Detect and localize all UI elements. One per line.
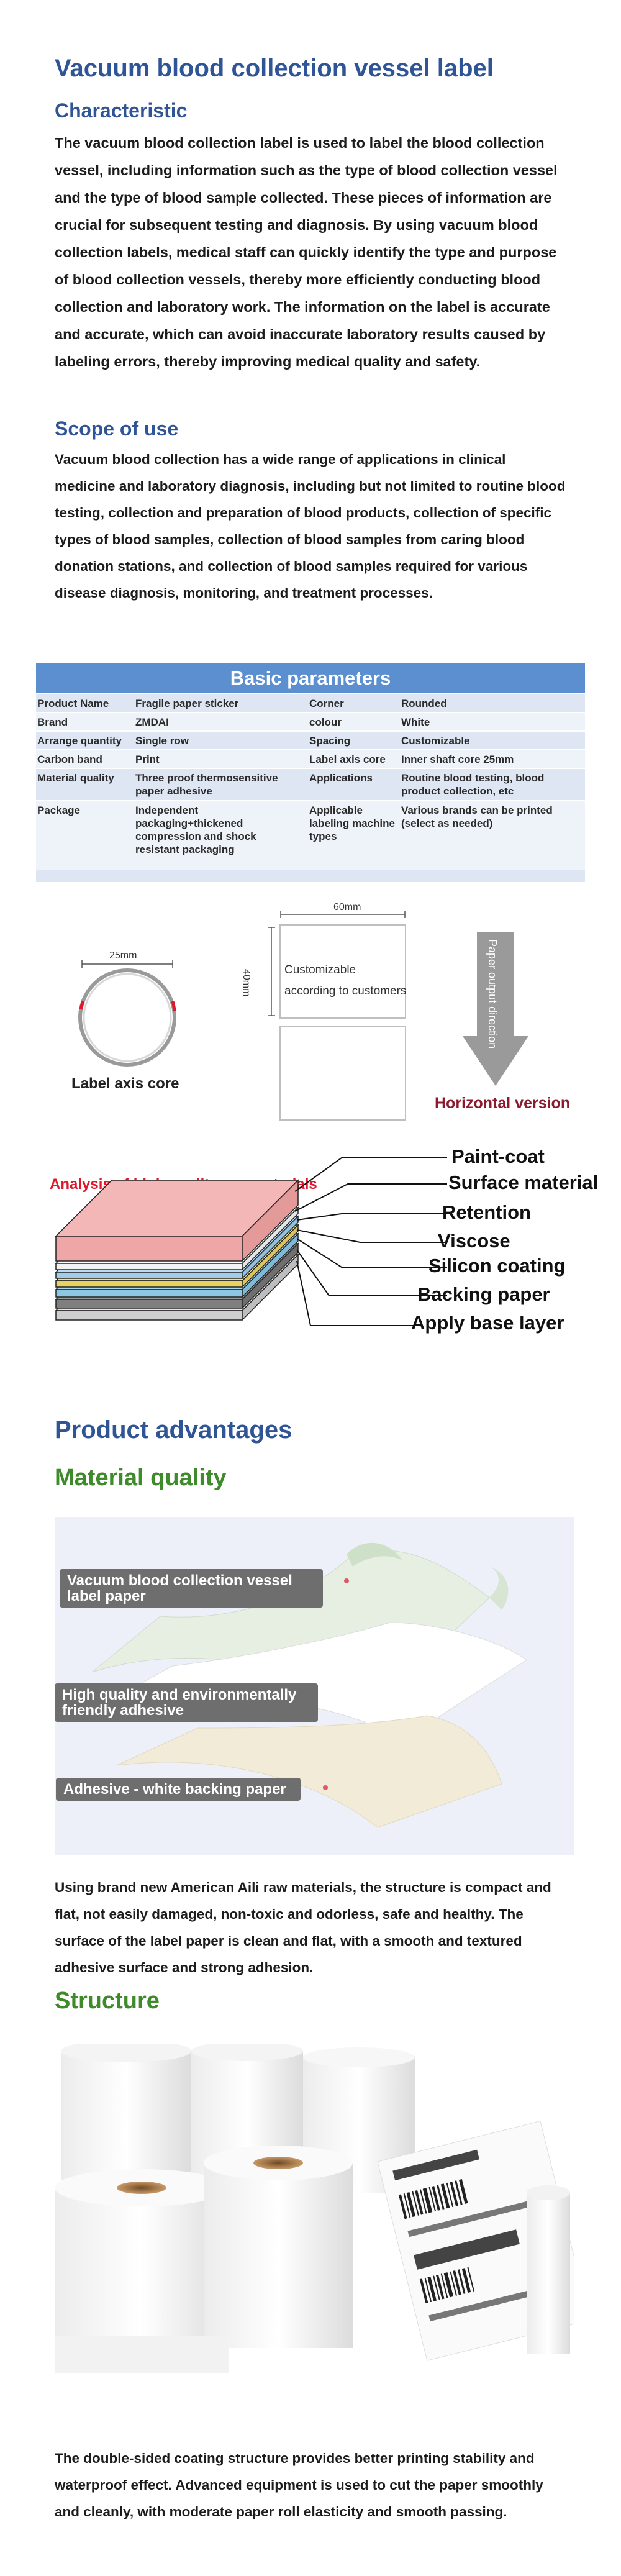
layer-label-surface-material: Surface material bbox=[448, 1172, 599, 1193]
param-value: White bbox=[401, 716, 430, 728]
layer-label-silicon-coating: Silicon coating bbox=[428, 1255, 566, 1277]
width-dim: 60mm bbox=[333, 902, 361, 913]
core-size-dim: 25mm bbox=[109, 950, 137, 961]
material-layers-drawing bbox=[91, 1542, 527, 1828]
height-dim: 40mm bbox=[241, 969, 252, 997]
param-value: Single row bbox=[135, 735, 189, 747]
layer-label-viscose: Viscose bbox=[438, 1230, 510, 1252]
table-row: Package Independent packaging+thickened … bbox=[36, 800, 585, 870]
width-dim-line bbox=[280, 911, 406, 918]
table-row: Product Name Fragile paper sticker Corne… bbox=[36, 693, 585, 712]
characteristic-text: The vacuum blood collection label is use… bbox=[55, 135, 558, 370]
output-direction-arrow bbox=[463, 932, 528, 1086]
param-value: Rounded bbox=[401, 698, 447, 709]
param-key: Package bbox=[37, 804, 80, 816]
advantages-heading: Product advantages bbox=[55, 1416, 292, 1444]
arrow-text: Paper output direction bbox=[486, 939, 499, 1049]
layer-label-apply-base-layer: Apply base layer bbox=[411, 1312, 564, 1334]
param-value: Three proof thermosensitive paper adhesi… bbox=[135, 772, 278, 797]
characteristic-heading: Characteristic bbox=[55, 99, 188, 122]
param-key: colour bbox=[309, 716, 342, 728]
parameters-body: Product Name Fragile paper sticker Corne… bbox=[36, 693, 585, 870]
structure-text: The double-sided coating structure provi… bbox=[55, 2451, 543, 2519]
param-key: Label axis core bbox=[309, 753, 386, 765]
tag-label-paper: Vacuum blood collection vessel label pap… bbox=[60, 1569, 323, 1608]
structure-heading: Structure bbox=[55, 1988, 160, 2014]
material-heading: Material quality bbox=[55, 1465, 227, 1491]
param-key: Arrange quantity bbox=[37, 735, 122, 747]
core-label: Label axis core bbox=[71, 1075, 179, 1092]
param-value: Print bbox=[135, 753, 160, 765]
layer-stack-drawing bbox=[55, 1157, 447, 1326]
parameters-heading: Basic parameters bbox=[36, 663, 585, 693]
custom-text: Customizable according to customers bbox=[284, 963, 407, 998]
param-key: Product Name bbox=[37, 698, 109, 709]
label-sample-bottom bbox=[279, 1026, 406, 1121]
tag-backing-paper: Adhesive - white backing paper bbox=[56, 1778, 301, 1801]
height-dim-line bbox=[268, 927, 275, 1016]
param-value: Inner shaft core 25mm bbox=[401, 753, 514, 765]
table-row: Arrange quantity Single row Spacing Cust… bbox=[36, 730, 585, 749]
table-row: Brand ZMDAI colour White bbox=[36, 712, 585, 730]
layer-label-paint-coat: Paint-coat bbox=[451, 1145, 545, 1167]
param-value: ZMDAI bbox=[135, 716, 169, 728]
param-value: Independent packaging+thickened compress… bbox=[135, 804, 256, 855]
material-card: Vacuum blood collection vessel label pap… bbox=[55, 1517, 574, 1855]
param-value: Customizable bbox=[401, 735, 470, 747]
material-text: Using brand new American Aili raw materi… bbox=[55, 1880, 551, 1975]
layer-label-retention: Retention bbox=[442, 1201, 531, 1223]
param-value: Fragile paper sticker bbox=[135, 698, 239, 709]
tag-adhesive: High quality and environmentally friendl… bbox=[55, 1683, 318, 1722]
parameters-table: Basic parameters Product Name Fragile pa… bbox=[36, 663, 585, 882]
param-key: Applications bbox=[309, 772, 373, 784]
layer-label-backing-paper: Backing paper bbox=[417, 1283, 550, 1305]
table-row: Material quality Three proof thermosensi… bbox=[36, 768, 585, 800]
scope-text: Vacuum blood collection has a wide range… bbox=[55, 452, 566, 601]
table-row: Carbon band Print Label axis core Inner … bbox=[36, 749, 585, 768]
param-key: Brand bbox=[37, 716, 68, 728]
param-key: Carbon band bbox=[37, 753, 102, 765]
param-key: Applicable labeling machine types bbox=[309, 804, 395, 842]
param-key: Material quality bbox=[37, 772, 114, 784]
label-sample-top bbox=[279, 924, 406, 1019]
param-value: Various brands can be printed (select as… bbox=[401, 804, 553, 829]
label-rolls-image bbox=[55, 2044, 574, 2373]
param-value: Routine blood testing, blood product col… bbox=[401, 772, 545, 797]
param-key: Corner bbox=[309, 698, 344, 709]
param-key: Spacing bbox=[309, 735, 351, 747]
scope-heading: Scope of use bbox=[55, 417, 179, 440]
axis-core-drawing bbox=[78, 960, 176, 1067]
page-title: Vacuum blood collection vessel label bbox=[55, 55, 494, 82]
version-label: Horizontal version bbox=[435, 1095, 571, 1112]
